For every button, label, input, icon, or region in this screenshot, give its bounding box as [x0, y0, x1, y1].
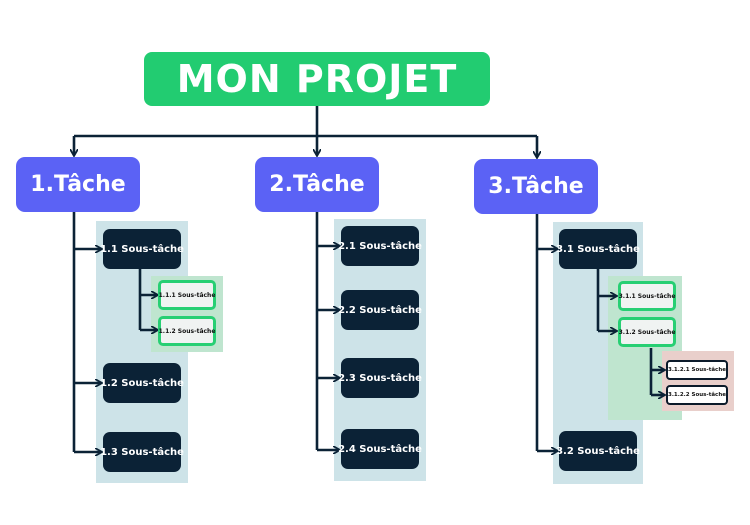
subtask-1-1: 1.1 Sous-tâche [100, 229, 184, 269]
subtask-2-4: 2.4 Sous-tâche [338, 429, 422, 469]
subtask-2-1: 2.1 Sous-tâche [338, 226, 422, 266]
task-1: 1.Tâche [16, 157, 140, 212]
subtask-1-1-1: 1.1.1 Sous-tâche [158, 280, 216, 310]
project-title: MON PROJET [144, 52, 490, 106]
subtask-3-2: 3.2 Sous-tâche [556, 431, 640, 471]
subtask-1-2: 1.2 Sous-tâche [100, 363, 184, 403]
subtask-3-1: 3.1 Sous-tâche [556, 229, 640, 269]
subtask-2-2: 2.2 Sous-tâche [338, 290, 422, 330]
subtask-3-1-2: 3.1.2 Sous-tâche [618, 317, 676, 347]
task-3: 3.Tâche [474, 159, 598, 214]
subtask-2-3: 2.3 Sous-tâche [338, 358, 422, 398]
task-2: 2.Tâche [255, 157, 379, 212]
subtask-3-1-2-2: 3.1.2.2 Sous-tâche [666, 385, 728, 405]
subtask-3-1-2-1: 3.1.2.1 Sous-tâche [666, 360, 728, 380]
subtask-3-1-1: 3.1.1 Sous-tâche [618, 281, 676, 311]
subtask-1-3: 1.3 Sous-tâche [100, 432, 184, 472]
subtask-1-1-2: 1.1.2 Sous-tâche [158, 316, 216, 346]
